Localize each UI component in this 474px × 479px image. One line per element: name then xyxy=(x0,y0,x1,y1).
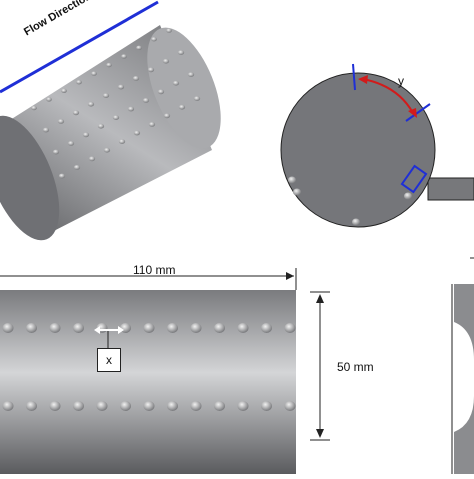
length-arrowhead xyxy=(286,272,294,280)
hole xyxy=(82,132,90,138)
hole xyxy=(177,50,185,55)
hole xyxy=(148,122,156,127)
hole xyxy=(284,323,296,333)
end-face-circle xyxy=(280,72,436,228)
hole xyxy=(2,401,14,411)
hole xyxy=(288,176,296,184)
spacing-arrowhead-left xyxy=(94,326,100,334)
hole xyxy=(58,173,66,179)
spacing-arrowhead-right xyxy=(118,326,124,334)
hole xyxy=(132,76,140,81)
hole xyxy=(26,323,37,333)
hole xyxy=(67,141,75,146)
side-view-cylinder xyxy=(0,290,296,474)
hole xyxy=(136,45,142,50)
end-view-holes xyxy=(288,176,412,226)
partial-section-view xyxy=(451,257,474,474)
flow-direction-line xyxy=(0,0,159,94)
hole xyxy=(151,37,157,42)
hole xyxy=(162,58,170,64)
hole xyxy=(190,401,202,411)
hole xyxy=(237,323,249,333)
hole xyxy=(102,93,110,98)
hole xyxy=(284,401,296,411)
isometric-cylinder xyxy=(0,25,221,241)
hole xyxy=(187,72,195,77)
hole xyxy=(76,80,82,85)
hole xyxy=(106,62,112,68)
hole xyxy=(2,323,14,333)
hole xyxy=(112,115,120,120)
hole xyxy=(143,401,155,411)
hole xyxy=(49,401,61,411)
hole xyxy=(91,71,97,76)
angle-marker-2 xyxy=(405,103,431,122)
hole xyxy=(352,218,360,226)
hole xyxy=(96,401,108,411)
hole xyxy=(52,149,60,155)
inlet-highlight-box xyxy=(400,164,428,194)
hole xyxy=(404,192,412,200)
hole-spacing-label: x xyxy=(97,348,121,372)
hole xyxy=(103,147,111,153)
angle-marker-1 xyxy=(352,63,356,91)
hole xyxy=(143,323,155,333)
hole xyxy=(118,139,126,145)
hole xyxy=(49,323,61,333)
hole xyxy=(167,401,178,411)
hole-spacing-text: x xyxy=(106,353,112,367)
hole xyxy=(42,127,50,133)
hole xyxy=(261,401,272,411)
hole xyxy=(73,401,84,411)
diameter-arrowhead-bottom xyxy=(316,429,324,438)
end-view xyxy=(280,63,474,228)
hole xyxy=(147,67,155,73)
hole xyxy=(121,54,127,59)
hole xyxy=(190,323,202,333)
hole xyxy=(237,401,249,411)
inlet-pipe xyxy=(427,177,474,201)
hole xyxy=(293,188,301,196)
hole xyxy=(73,323,84,333)
hole xyxy=(167,323,178,333)
hole xyxy=(61,88,67,94)
diameter-label: 50 mm xyxy=(337,360,374,374)
diameter-arrowhead-top xyxy=(316,294,324,303)
hole xyxy=(73,165,81,170)
hole xyxy=(57,119,65,124)
hole xyxy=(120,401,131,411)
hole xyxy=(166,28,172,33)
hole xyxy=(87,101,95,107)
length-label: 110 mm xyxy=(133,263,176,277)
pitch-arc-arrowhead-start xyxy=(358,75,368,84)
hole xyxy=(172,80,180,86)
hole xyxy=(261,323,272,333)
hole xyxy=(178,104,186,110)
isometric-hole-pattern xyxy=(31,28,201,179)
hole xyxy=(127,106,135,112)
pitch-angle-label: y xyxy=(398,74,404,88)
hole xyxy=(117,84,125,90)
hole xyxy=(46,97,52,102)
pitch-arc-arrowhead-end xyxy=(408,108,417,118)
hole xyxy=(163,113,171,119)
hole xyxy=(193,96,201,101)
hole xyxy=(214,401,225,411)
hole xyxy=(31,105,37,111)
side-view xyxy=(0,268,330,474)
hole xyxy=(72,110,80,116)
hole xyxy=(133,130,141,136)
hole xyxy=(214,323,225,333)
hole xyxy=(88,156,96,162)
side-view-holes xyxy=(2,323,296,411)
hole xyxy=(142,98,150,103)
hole xyxy=(157,89,165,95)
pitch-arc xyxy=(362,78,414,114)
hole xyxy=(26,401,37,411)
hole xyxy=(97,123,105,129)
